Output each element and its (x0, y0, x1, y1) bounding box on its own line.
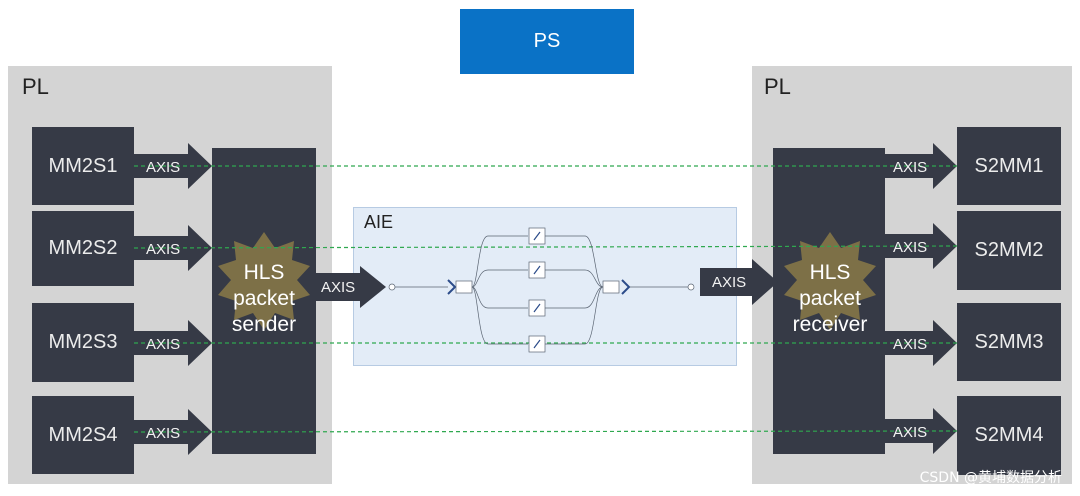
mm2s3-label: MM2S3 (48, 331, 118, 353)
s2mm2-block: S2MM2 (957, 211, 1061, 290)
mm2s1-block: MM2S1 (32, 127, 134, 205)
axis-label-right-2: AXIS (893, 239, 927, 256)
axis-arrow-sender-to-aie (316, 266, 386, 308)
hls-receiver-starburst (784, 232, 876, 330)
hls-sender-starburst (218, 232, 310, 330)
axis-label-left-3: AXIS (146, 336, 180, 353)
s2mm1-label: S2MM1 (974, 154, 1044, 177)
mm2s2-label: MM2S2 (48, 237, 118, 259)
s2mm3-label: S2MM3 (974, 330, 1044, 353)
s2mm4-label: S2MM4 (974, 424, 1044, 446)
axis-label-left-1: AXIS (146, 159, 180, 176)
axis-label-sender-to-aie: AXIS (321, 279, 355, 296)
axis-label-left-2: AXIS (146, 241, 180, 258)
s2mm3-block: S2MM3 (957, 303, 1061, 381)
s2mm1-block: S2MM1 (957, 127, 1061, 205)
axis-arrow-aie-to-receiver (700, 259, 778, 305)
axis-label-aie-to-receiver: AXIS (712, 274, 746, 291)
pl-left-label: PL (22, 74, 49, 99)
axis-label-right-4: AXIS (893, 424, 927, 441)
mm2s4-block: MM2S4 (32, 396, 134, 474)
ps-box: PS (460, 9, 634, 74)
dashed-path-4 (133, 430, 958, 433)
hls-sender-line-1: HLS (244, 261, 285, 284)
s2mm4-block: S2MM4 (957, 396, 1061, 475)
axis-label-right-1: AXIS (893, 159, 927, 176)
s2mm2-label: S2MM2 (974, 239, 1044, 261)
mm2s1-label: MM2S1 (48, 154, 118, 177)
mm2s4-label: MM2S4 (48, 423, 118, 446)
pl-right-label: PL (764, 74, 791, 99)
hls-receiver-line-3: receiver (793, 313, 868, 336)
hls-sender-line-3: sender (232, 313, 296, 336)
axis-label-right-3: AXIS (893, 336, 927, 353)
aie-label: AIE (364, 212, 394, 232)
hls-receiver-line-1: HLS (810, 261, 851, 284)
hls-receiver-line-2: packet (799, 287, 861, 310)
axis-label-left-4: AXIS (146, 425, 180, 442)
mm2s3-block: MM2S3 (32, 303, 134, 382)
aie-graph-schematic (388, 227, 695, 353)
hls-sender-line-2: packet (233, 287, 295, 310)
mm2s2-block: MM2S2 (32, 211, 134, 286)
csdn-watermark: CSDN @黄埔数据分析 (920, 469, 1062, 486)
ps-label: PS (533, 30, 561, 52)
